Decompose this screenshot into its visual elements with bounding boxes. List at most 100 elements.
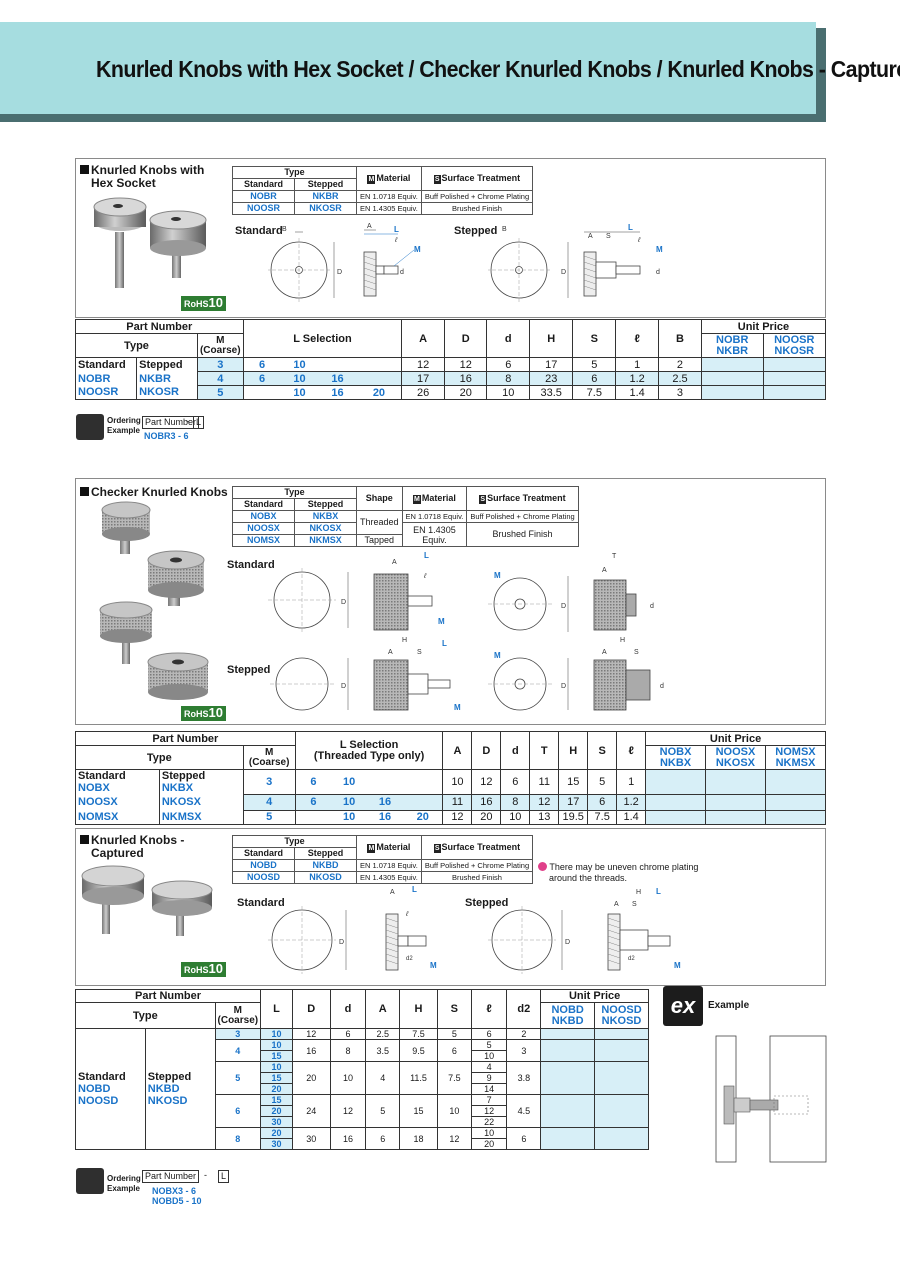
part-number-header: Part Number: [75, 731, 296, 746]
material-value: EN 1.0718 Equiv.: [356, 190, 422, 203]
type-header: Type: [232, 486, 357, 499]
dim-value: 5: [470, 1039, 508, 1051]
dim-value: 16: [443, 371, 488, 386]
dim-value: 15: [558, 769, 589, 795]
material-value: EN 1.0718 Equiv.: [356, 859, 422, 872]
col-header: D: [291, 989, 331, 1029]
ordering-example-value: NOBR3 - 6: [144, 431, 189, 441]
dim-value: 8: [500, 793, 531, 811]
svg-text:H: H: [636, 889, 641, 896]
dim-value: 6: [572, 371, 617, 386]
svg-text:d: d: [656, 269, 660, 276]
price-cell[interactable]: [594, 1094, 649, 1128]
captured-table-body: Standard NOBD NOOSD Stepped NKBD NKOSD 3…: [75, 1028, 649, 1150]
price-cell[interactable]: [705, 793, 766, 811]
m-value: 4: [214, 1039, 262, 1062]
dim-value: 6: [587, 793, 618, 811]
price-cell[interactable]: [594, 1028, 649, 1040]
type-standard: NOOSD: [232, 871, 295, 884]
price-cell[interactable]: [645, 793, 706, 811]
price-cell[interactable]: [700, 357, 764, 372]
svg-text:S: S: [606, 233, 611, 240]
type-stepped-part: NKMSX: [158, 810, 244, 825]
price-cell[interactable]: [540, 1127, 596, 1150]
svg-text:H: H: [620, 637, 625, 644]
col-header: ℓ: [615, 319, 660, 358]
l-option: [294, 809, 332, 825]
standard-captured-drawing: D A L ℓ M d2: [268, 886, 437, 974]
price-cell[interactable]: [762, 357, 827, 372]
svg-text:A: A: [367, 223, 372, 230]
m-value: 3: [196, 357, 244, 372]
svg-text:D: D: [341, 599, 346, 606]
shape-value: Threaded: [356, 510, 403, 535]
price-cell[interactable]: [705, 809, 766, 825]
price-cell[interactable]: [645, 809, 706, 825]
stepped-header: Stepped: [294, 847, 357, 860]
price-cell[interactable]: [762, 385, 827, 400]
unit-price-header: Unit Price: [645, 731, 826, 746]
price-cell[interactable]: [645, 769, 706, 795]
dim-value: 10: [442, 769, 473, 795]
price-cell[interactable]: [764, 769, 827, 795]
price-cell[interactable]: [700, 371, 764, 386]
surface-value: Brushed Finish: [420, 202, 534, 215]
dim-value: 5: [436, 1028, 472, 1040]
dim-value: 7.5: [436, 1061, 472, 1095]
price-cell[interactable]: [700, 385, 764, 400]
dim-value: 1.2: [616, 793, 647, 811]
stepped-header: Stepped: [294, 178, 357, 191]
price-cell[interactable]: [594, 1061, 649, 1095]
example-label: Example: [708, 1000, 750, 1011]
stepped-drawing-label: Stepped: [465, 897, 509, 909]
dim-value: 16: [329, 1127, 367, 1150]
price-cell[interactable]: [540, 1094, 596, 1128]
svg-text:L: L: [394, 225, 399, 234]
price-cell[interactable]: [594, 1039, 649, 1062]
l-option: [403, 793, 444, 811]
standard-drawing-label: Standard: [237, 897, 285, 909]
price-cell[interactable]: [540, 1028, 596, 1040]
svg-text:L: L: [424, 551, 429, 560]
price-cell[interactable]: [705, 769, 766, 795]
part-number-header: Part Number: [75, 319, 244, 334]
l-value: 10: [260, 1061, 293, 1073]
dim-value: 3.8: [506, 1061, 542, 1095]
type-stepped: NKOSX: [294, 522, 357, 535]
col-header: B: [658, 319, 702, 358]
price-cell[interactable]: [594, 1127, 649, 1150]
part-number-table: Part Number L D d A H S ℓ d2 Unit Price …: [74, 989, 649, 1150]
l-option: 10: [280, 371, 319, 386]
material-value: EN 1.4305 Equiv.: [356, 871, 422, 884]
dim-value: 20: [470, 1138, 508, 1150]
m-coarse-header: M(Coarse): [196, 333, 244, 358]
col-header: S: [587, 731, 618, 770]
l-option: 20: [403, 809, 444, 825]
price-cell[interactable]: [540, 1039, 596, 1062]
dim-value: 22: [470, 1116, 508, 1128]
svg-text:ℓ: ℓ: [637, 237, 641, 244]
dim-value: 6: [500, 769, 531, 795]
svg-text:ℓ: ℓ: [405, 911, 409, 918]
price-cell[interactable]: [540, 1061, 596, 1095]
col-header: ℓ: [470, 989, 508, 1029]
material-value: EN 1.4305 Equiv.: [401, 522, 468, 547]
standard-drawing-label: Standard: [235, 225, 283, 237]
dim-value: 12: [471, 769, 502, 795]
dim-value: 6: [506, 1127, 542, 1150]
unit-price-header: Unit Price: [540, 989, 649, 1003]
dim-value: 16: [471, 793, 502, 811]
price-cell[interactable]: [764, 809, 827, 825]
col-header: S: [572, 319, 617, 358]
dim-value: 4: [470, 1061, 508, 1073]
price-cell[interactable]: [764, 793, 827, 811]
svg-text:L: L: [442, 639, 447, 648]
type-standard: NOBR: [232, 190, 295, 203]
price-cell[interactable]: [762, 371, 827, 386]
svg-text:M: M: [438, 617, 445, 626]
dim-value: 11: [442, 793, 473, 811]
